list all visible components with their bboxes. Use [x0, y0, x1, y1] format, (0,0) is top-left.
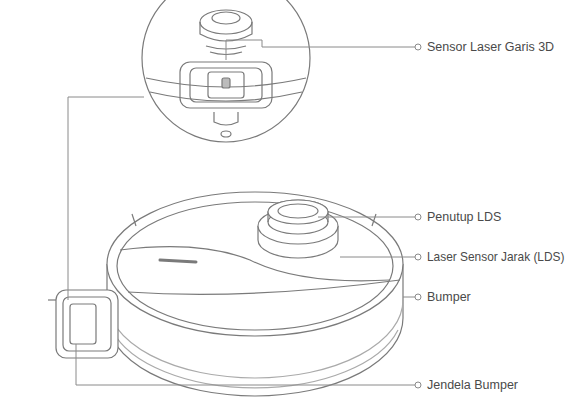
lds-turret: [258, 200, 338, 258]
part-label: Penutup LDS: [426, 209, 502, 225]
inset-circle: [142, 0, 310, 142]
robot-body: [107, 192, 403, 396]
inset-detail: [146, 10, 306, 137]
part-label: Laser Sensor Jarak (LDS): [426, 249, 565, 265]
part-label: Jendela Bumper: [426, 377, 519, 393]
leader-lines: [68, 40, 421, 388]
bumper-window: [48, 290, 118, 358]
part-label: Bumper: [426, 289, 472, 305]
part-label: Sensor Laser Garis 3D: [426, 39, 555, 55]
